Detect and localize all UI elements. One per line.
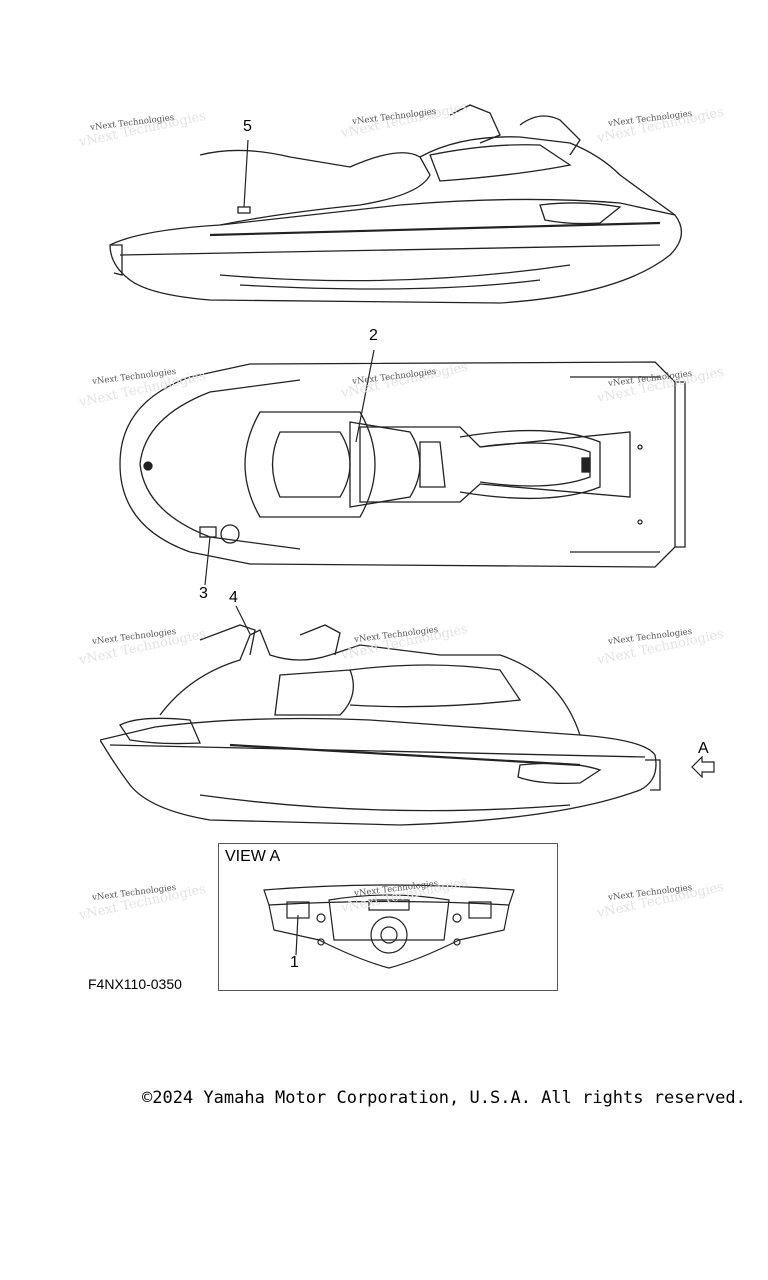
- view-arrow-label: A: [698, 740, 709, 757]
- callout-5: 5: [243, 118, 252, 135]
- view-a-box: VIEW A: [218, 843, 558, 991]
- callout-3: 3: [199, 585, 208, 602]
- callout-4: 4: [229, 589, 238, 606]
- callout-1: 1: [290, 954, 299, 971]
- view-a-arrow-icon: [691, 756, 715, 778]
- view-a-title: VIEW A: [225, 848, 281, 865]
- stern-view-drawing: [263, 884, 515, 969]
- part-code: F4NX110-0350: [88, 976, 182, 992]
- copyright-notice: ©2024 Yamaha Motor Corporation, U.S.A. A…: [142, 1088, 746, 1108]
- callout-2: 2: [369, 327, 378, 344]
- watercraft-top-view: [119, 361, 686, 568]
- watercraft-side-view-top: [109, 104, 682, 304]
- watercraft-side-view-bottom: [100, 624, 661, 826]
